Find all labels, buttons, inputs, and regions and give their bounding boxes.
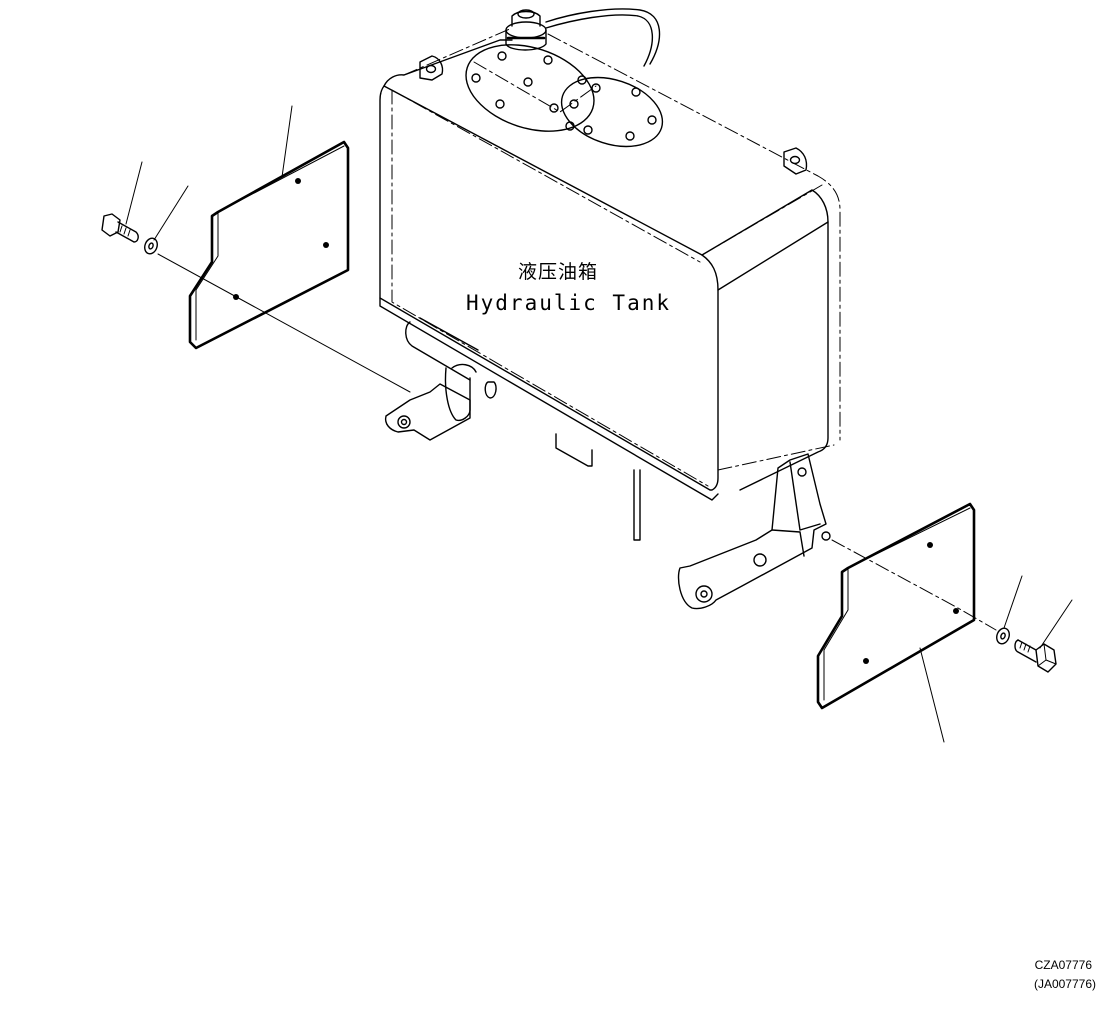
suction-pipe xyxy=(405,317,479,381)
breather-hose xyxy=(545,8,661,67)
breather-cap xyxy=(505,8,661,67)
drawing-reference: (JA007776) xyxy=(1034,977,1096,991)
washer-right xyxy=(996,627,1010,645)
tank-right-edge xyxy=(701,189,829,256)
cover-plate-right xyxy=(816,502,976,710)
cover-plate-left xyxy=(188,140,350,350)
mount-bracket-left xyxy=(384,383,471,441)
drawing-code: CZA07776 xyxy=(1035,958,1093,972)
leader-bolt-left xyxy=(125,161,143,225)
lifting-lug-right xyxy=(783,147,808,175)
tank-label-cn: 液压油箱 xyxy=(518,261,598,283)
lifting-lug-left xyxy=(419,55,444,81)
tank-frame xyxy=(379,297,831,610)
bolt-left xyxy=(101,213,139,243)
leader-washer-right xyxy=(1003,575,1023,629)
tank-front-face xyxy=(379,85,719,491)
leader-plate-left xyxy=(281,105,293,178)
tank-right-face xyxy=(717,221,829,491)
washer-left xyxy=(144,237,158,255)
cover-bolts xyxy=(471,51,657,141)
bolt-right xyxy=(1014,639,1057,673)
leader-washer-left xyxy=(153,185,189,241)
drain-pipe xyxy=(633,469,641,541)
elbow-pipe xyxy=(444,363,477,422)
mount-bracket-right xyxy=(677,453,827,610)
hydraulic-tank: 液压油箱 Hydraulic Tank xyxy=(379,8,841,491)
tank-cover-plates xyxy=(465,44,664,148)
tank-label-en: Hydraulic Tank xyxy=(466,291,671,315)
tank-top-edges xyxy=(403,27,841,471)
leader-bolt-right xyxy=(1039,599,1073,649)
tank-rim-front xyxy=(391,89,709,487)
assembly-line-right xyxy=(831,539,997,631)
leader-plate-right xyxy=(919,647,945,743)
assembly-line-left xyxy=(157,253,411,393)
